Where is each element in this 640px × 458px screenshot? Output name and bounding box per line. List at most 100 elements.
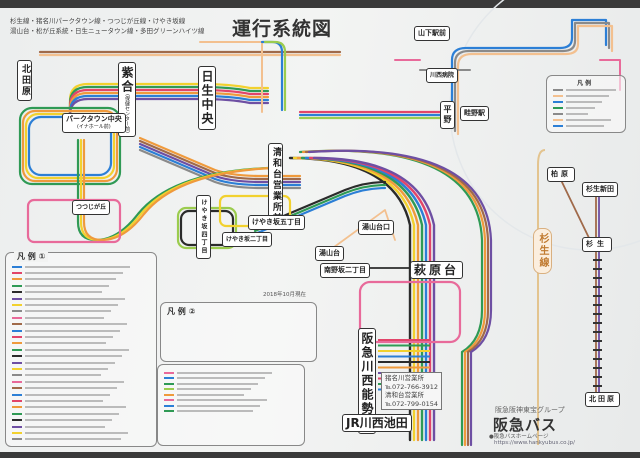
- legend-row: [164, 393, 244, 396]
- station-keyaki-5[interactable]: けやき坂五丁目: [248, 215, 305, 230]
- parktown-shiogo-route-line: [68, 88, 270, 120]
- legend-row: [12, 419, 112, 422]
- station-yuyamadai[interactable]: 湯山台: [315, 246, 344, 261]
- legend-text: [177, 393, 244, 396]
- bus-stop-tick: [593, 349, 602, 351]
- station-sugiu-shinden[interactable]: 杉生新田: [582, 182, 618, 197]
- legend-text: [25, 367, 108, 370]
- legend-swatch: [12, 323, 22, 326]
- legend-row: [12, 303, 118, 306]
- station-parktown-chuo[interactable]: パークタウン中央(イナホール前): [62, 113, 126, 133]
- legend-row: [553, 118, 611, 121]
- legend-swatch: [553, 88, 563, 91]
- bus-stop-tick: [593, 286, 602, 288]
- legend-text: [25, 278, 116, 281]
- legend-row: [12, 367, 108, 370]
- unebeno-network-route-line: [450, 18, 608, 130]
- station-kitatawara-west[interactable]: 北田原: [17, 60, 32, 101]
- parktown-shiogo-route-line: [68, 91, 270, 123]
- legend-row: [12, 406, 126, 409]
- legend-text: [566, 124, 604, 127]
- legend-swatch: [12, 278, 22, 281]
- station-kashiwara[interactable]: 柏原: [547, 167, 575, 182]
- station-unebeno[interactable]: 畦野駅: [460, 106, 489, 121]
- legend-swatch: [12, 425, 22, 428]
- legend-swatch: [553, 112, 563, 115]
- legend-row: [12, 342, 106, 345]
- station-hagiharadai[interactable]: 萩原台: [410, 261, 464, 279]
- station-tsutsujigaoka[interactable]: つつじが丘: [72, 200, 111, 215]
- parktown-route-loop: [18, 106, 122, 186]
- legend-row: [12, 387, 117, 390]
- office-inagawa-tel: ℡072-766-3912: [385, 382, 439, 391]
- legend-swatch: [553, 106, 563, 109]
- legend-swatch: [12, 303, 22, 306]
- legend-text: [25, 399, 103, 402]
- legend-row: [12, 297, 125, 300]
- map-subtitle: 杉生線・猪名川パークタウン線・つつじが丘線・けやき坂線 湯山台・松が丘系統・日生…: [10, 16, 205, 36]
- legend-row: [553, 106, 595, 109]
- legend-row: [12, 425, 105, 428]
- station-shiogo[interactable]: 紫合(保健センター前): [118, 62, 136, 137]
- legend-swatch: [12, 387, 22, 390]
- legend-row: [12, 412, 119, 415]
- legend-text: [25, 406, 126, 409]
- bus-stop-tick: [593, 376, 602, 378]
- legend-swatch: [12, 329, 22, 332]
- legend-text: [177, 382, 258, 385]
- sugiu-line-badge: 杉生線: [533, 228, 552, 274]
- legend-row: [12, 335, 113, 338]
- homepage-url[interactable]: https://www.hankyubus.co.jp/: [494, 440, 576, 446]
- legend-text: [25, 380, 124, 383]
- legend-swatch: [164, 404, 174, 407]
- legend-swatch: [164, 371, 174, 374]
- station-sugiu[interactable]: 杉生: [582, 237, 612, 252]
- unebeno-network-route-line: [456, 24, 614, 136]
- shiogo-seiwadai-route-line: [138, 136, 302, 178]
- legend-text: [25, 342, 106, 345]
- legend-text: [25, 297, 125, 300]
- legend-swatch: [12, 412, 22, 415]
- station-yamashita[interactable]: 山下駅前: [414, 26, 450, 41]
- station-noseguchi[interactable]: 阪急川西能勢口: [358, 328, 376, 434]
- legend-text: [177, 404, 260, 407]
- bus-stop-tick: [593, 367, 602, 369]
- unebeno-network-route-line: [453, 21, 611, 133]
- station-nissei-chuo[interactable]: 日生中央: [198, 66, 216, 130]
- legend-text: [566, 88, 616, 91]
- station-kawanishi-hospital[interactable]: 川西病院: [426, 68, 459, 83]
- station-keyaki-2[interactable]: けやき坂二丁目: [222, 232, 273, 247]
- station-yuyamadai-guchi[interactable]: 湯山台口: [358, 220, 394, 235]
- legend-swatch: [164, 377, 174, 379]
- station-keyaki-4[interactable]: けやき坂四丁目: [196, 195, 211, 259]
- page-title: 運行系統図: [232, 18, 333, 40]
- brand-logo-text: 阪急バス: [493, 416, 558, 434]
- legend-swatch: [12, 335, 22, 338]
- legend-swatch: [12, 284, 22, 287]
- parktown-shiogo-route-line: [68, 85, 270, 117]
- legend-row: [164, 404, 260, 407]
- legend-text: [25, 361, 115, 364]
- station-jr-kawanishi-ikeda[interactable]: JR川西池田: [342, 414, 412, 432]
- legend-swatch: [553, 94, 563, 97]
- station-hirano[interactable]: 平野: [440, 101, 455, 129]
- legend-text: [25, 323, 127, 326]
- legend-text: [25, 393, 110, 396]
- legend-row: [12, 316, 104, 319]
- legend-text: [177, 377, 265, 379]
- legend-row: [12, 284, 109, 287]
- station-minaminozaka-2[interactable]: 南野坂二丁目: [320, 263, 370, 278]
- bus-stop-tick: [593, 259, 602, 261]
- legend-row: [12, 431, 128, 434]
- brand-group: 阪急阪神東宝グループ: [495, 406, 565, 414]
- legend-text: [25, 431, 128, 434]
- legend-row: [12, 265, 130, 268]
- legend-row: [164, 410, 253, 413]
- legend-swatch: [12, 297, 22, 300]
- bus-stop-tick: [593, 385, 602, 387]
- bus-stop-tick: [593, 304, 602, 306]
- station-kitatawara-east[interactable]: 北田原: [585, 392, 620, 407]
- legend-text: [25, 419, 112, 422]
- legend-text: [25, 374, 101, 377]
